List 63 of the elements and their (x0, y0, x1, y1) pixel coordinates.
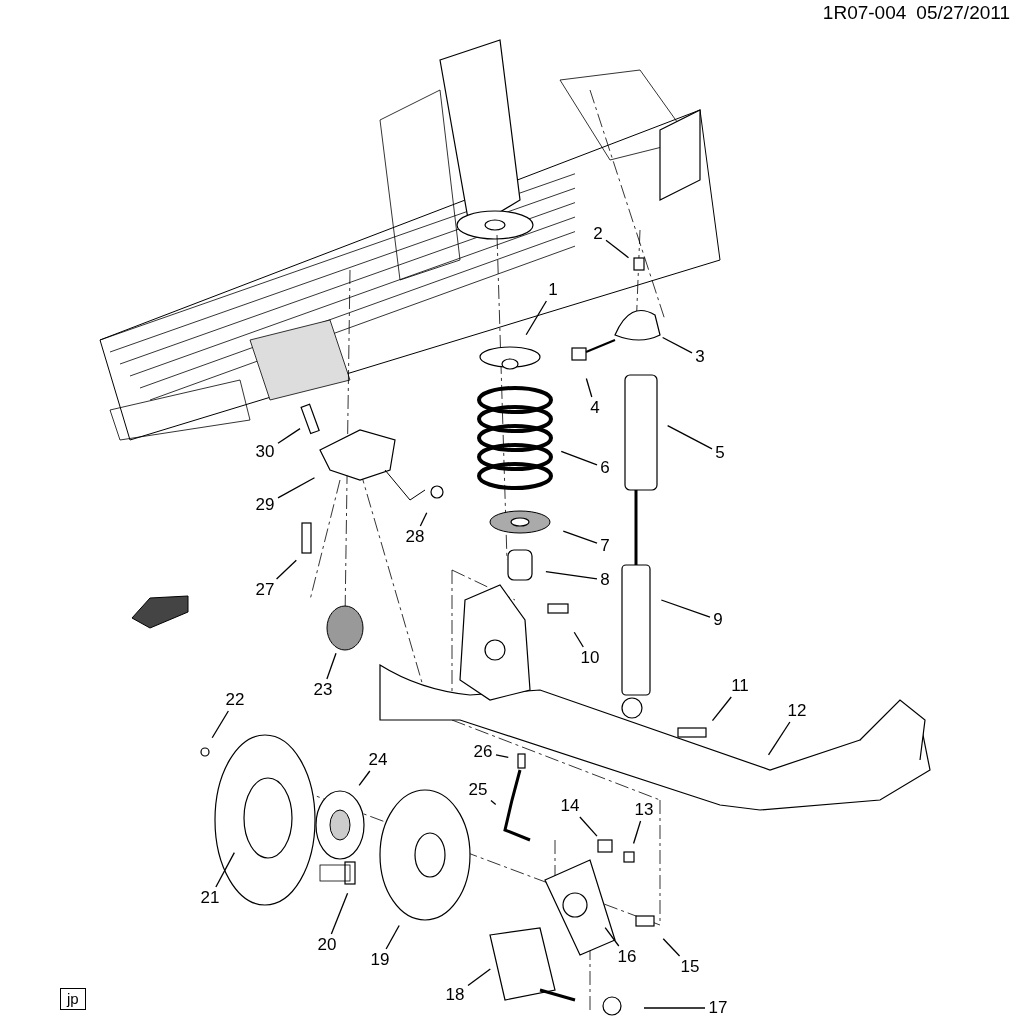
leader-line (560, 450, 598, 466)
callout-number: 7 (600, 536, 610, 556)
leader-line (277, 428, 301, 444)
callout-number: 6 (600, 458, 610, 478)
callout-number: 30 (255, 442, 275, 462)
leader-line (585, 377, 593, 398)
callout-number: 4 (590, 398, 600, 418)
callout-number: 21 (200, 888, 220, 908)
leader-line (330, 892, 349, 935)
callout-number: 17 (708, 998, 728, 1018)
callout-number: 11 (731, 676, 749, 696)
callout-number: 27 (255, 580, 275, 600)
callout-number: 12 (787, 701, 807, 721)
leader-line (495, 754, 509, 759)
callout-number: 19 (370, 950, 390, 970)
callout-number: 24 (368, 750, 388, 770)
callout-number: 14 (560, 796, 580, 816)
leader-line (662, 336, 693, 354)
leader-line (767, 721, 791, 756)
callout-number: 2 (593, 224, 603, 244)
callout-number: 9 (713, 610, 723, 630)
leader-line (660, 599, 711, 618)
callout-number: 13 (634, 800, 654, 820)
initials-stamp: jp (60, 988, 86, 1010)
leader-line (643, 1007, 706, 1009)
callout-number: 16 (617, 947, 637, 967)
leader-line (211, 710, 229, 739)
callout-number: 26 (473, 742, 493, 762)
leader-line (275, 559, 297, 580)
callout-number: 29 (255, 495, 275, 515)
leader-line (605, 239, 630, 259)
leader-line (667, 424, 713, 450)
leader-line (385, 924, 400, 950)
leader-line (711, 696, 732, 722)
callout-number: 10 (580, 648, 600, 668)
callout-number: 3 (695, 347, 705, 367)
leader-line (545, 571, 598, 580)
callout-number: 5 (715, 443, 725, 463)
callout-number: 8 (600, 570, 610, 590)
leader-line (662, 938, 681, 957)
leader-line (215, 851, 235, 888)
leader-line (358, 770, 371, 786)
drawing-code: 1R07-004 (822, 2, 907, 24)
callout-number: 15 (680, 957, 700, 977)
leader-line (326, 652, 337, 680)
drawing-code: 05/27/2011 (916, 2, 1010, 24)
callout-number: 23 (313, 680, 333, 700)
leader-line (277, 477, 316, 499)
callout-number: 25 (468, 780, 488, 800)
leader-line (525, 300, 548, 336)
leader-line (490, 799, 497, 806)
callout-number: 22 (225, 690, 245, 710)
callout-number: 28 (405, 527, 425, 547)
callout-number: 20 (317, 935, 337, 955)
leader-line (579, 816, 598, 837)
leader-line (604, 927, 620, 947)
leader-line (467, 968, 491, 987)
leader-line (562, 530, 598, 544)
leader-line (632, 820, 642, 845)
leader-line (573, 631, 584, 648)
callout-number: 18 (445, 985, 465, 1005)
leader-line (419, 512, 428, 527)
callout-number: 1 (548, 280, 558, 300)
